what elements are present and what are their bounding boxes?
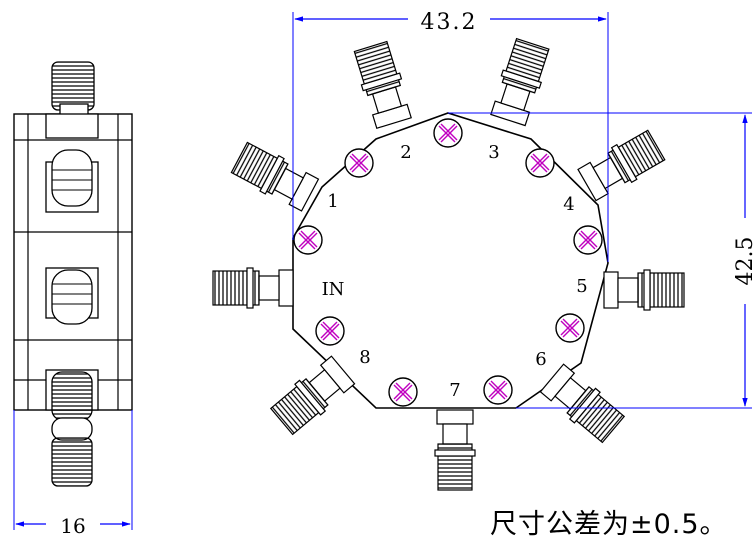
side-view: 16 — [13, 61, 133, 537]
side-width-dimension: 16 — [13, 410, 133, 537]
screw-9 — [293, 225, 323, 255]
screw-5 — [555, 313, 585, 343]
divider-body-outline — [292, 112, 609, 409]
port-label-in: IN — [322, 279, 345, 300]
connector-4 — [576, 127, 667, 203]
top-view: IN 1 2 3 4 5 6 7 8 43.2 42.5 — [212, 10, 755, 491]
tolerance-note: 尺寸公差为±0.5。 — [490, 509, 728, 540]
connector-7 — [434, 409, 476, 491]
screw-2 — [433, 118, 463, 148]
connector-5 — [603, 269, 685, 311]
connector-1 — [229, 139, 320, 214]
screw-4 — [573, 225, 603, 255]
side-bottom-connector — [45, 369, 99, 487]
port-label-1: 1 — [327, 191, 338, 212]
screw-1 — [344, 148, 374, 178]
port-label-7: 7 — [449, 380, 460, 401]
screw-7 — [388, 377, 418, 407]
side-top-connector — [45, 61, 99, 139]
top-width-value: 43.2 — [421, 10, 478, 35]
port-label-2: 2 — [400, 142, 411, 163]
connector-2 — [350, 40, 414, 130]
port-label-8: 8 — [359, 347, 370, 368]
side-connector-face-1 — [45, 149, 99, 213]
right-height-value: 42.5 — [733, 237, 755, 286]
port-labels: IN 1 2 3 4 5 6 7 8 — [322, 142, 588, 401]
side-width-value: 16 — [60, 514, 85, 537]
screw-3 — [525, 148, 555, 178]
right-height-dimension: 42.5 — [448, 112, 755, 409]
top-width-dimension: 43.2 — [292, 10, 609, 262]
port-label-6: 6 — [535, 349, 546, 370]
screw-8 — [315, 316, 345, 346]
connector-in — [212, 267, 294, 309]
screw-6 — [483, 375, 513, 405]
port-label-4: 4 — [563, 194, 574, 215]
port-label-3: 3 — [488, 142, 499, 163]
side-connector-face-2 — [45, 267, 99, 325]
port-label-5: 5 — [576, 276, 587, 297]
